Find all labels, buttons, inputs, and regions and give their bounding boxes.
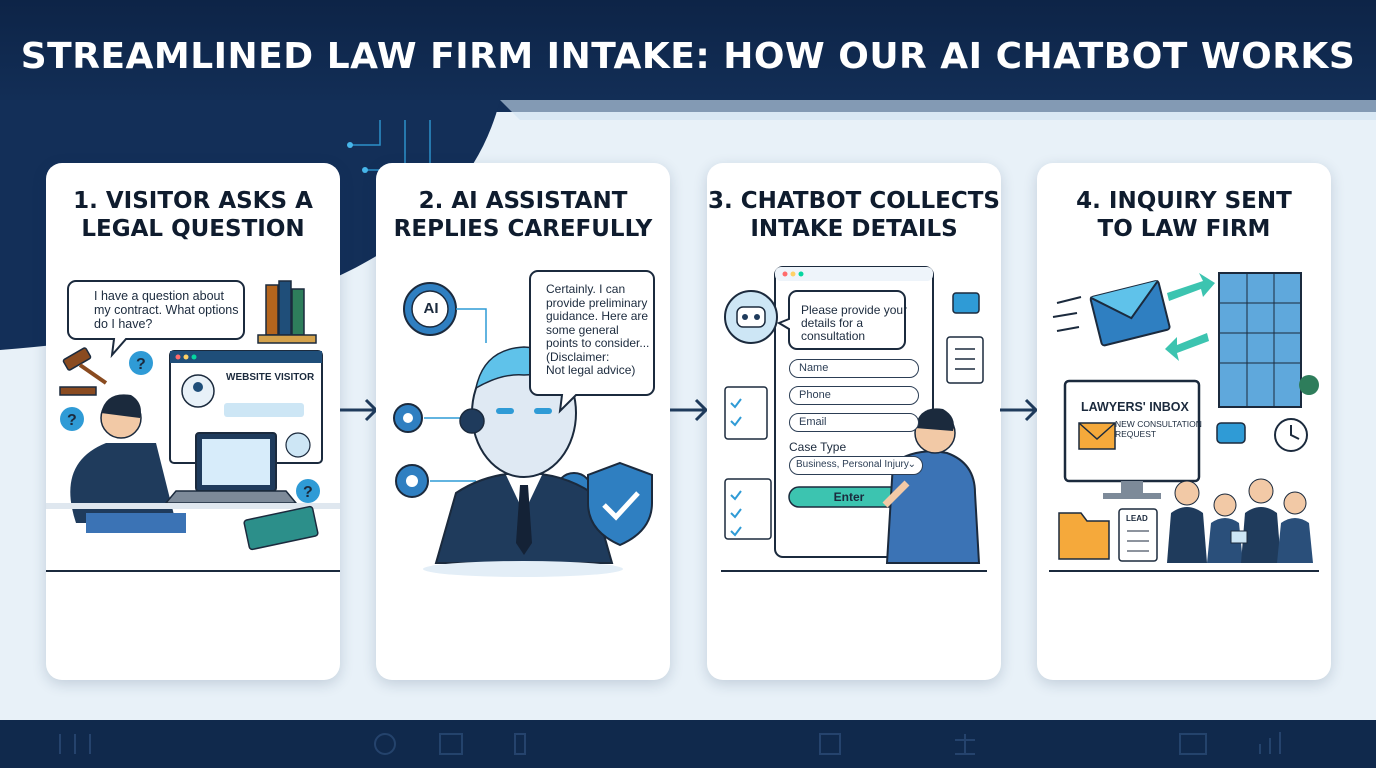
shield-check-icon bbox=[587, 461, 653, 547]
folder-icon bbox=[1058, 512, 1110, 560]
laptop-icon bbox=[164, 432, 298, 504]
envelope-icon bbox=[1089, 279, 1171, 347]
step-card-1: 1. VISITOR ASKS A LEGAL QUESTION ? ? ? bbox=[46, 163, 340, 680]
phone-field[interactable]: Phone bbox=[789, 386, 919, 405]
case-type-label: Case Type bbox=[789, 440, 847, 454]
arrow-from-building-icon bbox=[1165, 333, 1209, 361]
step-card-4: 4. INQUIRY SENT TO LAW FIRM bbox=[1037, 163, 1331, 680]
question-icon: ? ? ? bbox=[60, 351, 320, 503]
visitor-question-text: I have a question about my contract. Wha… bbox=[94, 289, 239, 331]
book-icon bbox=[243, 505, 319, 551]
svg-text:?: ? bbox=[136, 356, 146, 373]
step-card-2: 2. AI ASSISTANT REPLIES CAREFULLY bbox=[376, 163, 670, 680]
step-4-title: 4. INQUIRY SENT TO LAW FIRM bbox=[1076, 188, 1292, 242]
arrow-right-icon bbox=[670, 398, 709, 422]
speech-bubble bbox=[67, 280, 245, 359]
speech-bubble bbox=[529, 270, 655, 414]
case-type-select[interactable]: Business, Personal Injury ⌄ bbox=[789, 456, 923, 475]
name-field[interactable]: Name bbox=[789, 359, 919, 378]
robot-head-icon bbox=[434, 346, 614, 564]
monitor-icon bbox=[1063, 379, 1201, 499]
step-3-title: 3. CHATBOT COLLECTS INTAKE DETAILS bbox=[708, 188, 1000, 242]
enter-button[interactable]: Enter bbox=[833, 490, 865, 504]
law-firm-illustration bbox=[1049, 272, 1319, 572]
email-field[interactable]: Email bbox=[789, 413, 919, 432]
intake-form-illustration bbox=[721, 266, 987, 572]
clock-icon bbox=[1274, 418, 1308, 452]
arrow-right-icon bbox=[1000, 398, 1039, 422]
motion-lines bbox=[1052, 296, 1082, 332]
page-title: STREAMLINED LAW FIRM INTAKE: HOW OUR AI … bbox=[20, 36, 1356, 77]
svg-text:?: ? bbox=[303, 484, 313, 501]
books-icon bbox=[257, 280, 317, 344]
lead-label: LEAD bbox=[1126, 514, 1148, 523]
visitor-illustration: ? ? ? bbox=[46, 280, 340, 572]
avatar bbox=[285, 432, 311, 458]
lawyers-inbox-label: LAWYERS' INBOX bbox=[1081, 400, 1189, 414]
step-card-3: 3. CHATBOT COLLECTS INTAKE DETAILS bbox=[707, 163, 1001, 680]
chevron-down-icon: ⌄ bbox=[907, 459, 916, 470]
ai-gear-icon bbox=[403, 282, 457, 336]
step-2-title: 2. AI ASSISTANT REPLIES CAREFULLY bbox=[393, 188, 653, 242]
header-band bbox=[0, 0, 1376, 112]
robot-avatar-icon bbox=[724, 290, 778, 344]
gavel-icon bbox=[59, 347, 108, 396]
ai-badge: AI bbox=[423, 300, 439, 317]
footer-decor-icons bbox=[59, 732, 1281, 755]
building-icon bbox=[1218, 272, 1319, 408]
step-1-title: 1. VISITOR ASKS A LEGAL QUESTION bbox=[73, 188, 313, 242]
desk bbox=[46, 503, 340, 509]
chat-icon bbox=[1216, 422, 1246, 444]
lead-card-icon bbox=[1118, 508, 1158, 562]
intake-request-text: Please provide your details for a consul… bbox=[801, 303, 908, 343]
new-request-label: NEW CONSULTATION REQUEST bbox=[1115, 419, 1202, 439]
lawyers-team-icon bbox=[1167, 478, 1313, 563]
checklist-icon bbox=[724, 386, 772, 540]
person-icon bbox=[882, 408, 981, 564]
footer-band bbox=[0, 720, 1376, 768]
ai-assistant-illustration bbox=[393, 270, 655, 577]
arrow-to-building-icon bbox=[1167, 273, 1215, 301]
svg-text:?: ? bbox=[67, 412, 77, 429]
document-icon bbox=[946, 292, 984, 384]
person-icon bbox=[70, 394, 186, 533]
website-visitor-label: WEBSITE VISITOR bbox=[226, 372, 315, 383]
ai-reply-text: Certainly. I can provide preliminary gui… bbox=[546, 282, 650, 377]
speech-bubble bbox=[776, 290, 906, 350]
